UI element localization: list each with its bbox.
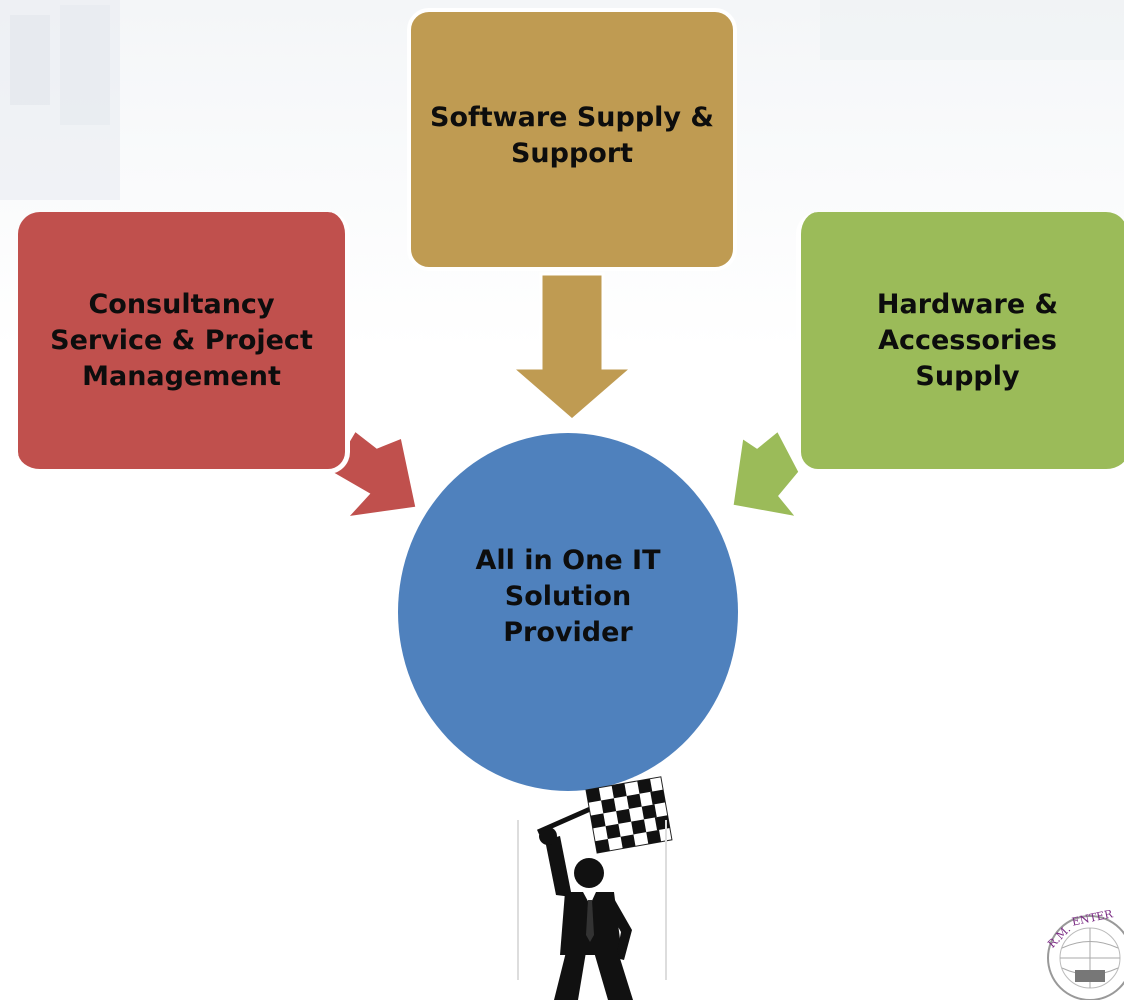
center-circle: All in One IT Solution Provider: [398, 433, 738, 791]
consultancy-label: Consultancy Service & Project Management: [50, 288, 313, 392]
arrow-hardware-to-center: [730, 427, 802, 521]
hardware-label: Hardware & Accessories Supply: [876, 288, 1059, 392]
software-supply-box: Software Supply & Support: [407, 8, 737, 271]
consultancy-box: Consultancy Service & Project Management: [18, 212, 350, 474]
background-decoration: [0, 0, 1124, 200]
arrow-consultancy-to-center: [327, 427, 419, 521]
center-label: All in One IT Solution Provider: [475, 545, 661, 648]
hardware-box: Hardware & Accessories Supply: [796, 212, 1124, 474]
arrow-software-to-center: [507, 272, 637, 422]
software-supply-label: Software Supply & Support: [430, 102, 714, 169]
